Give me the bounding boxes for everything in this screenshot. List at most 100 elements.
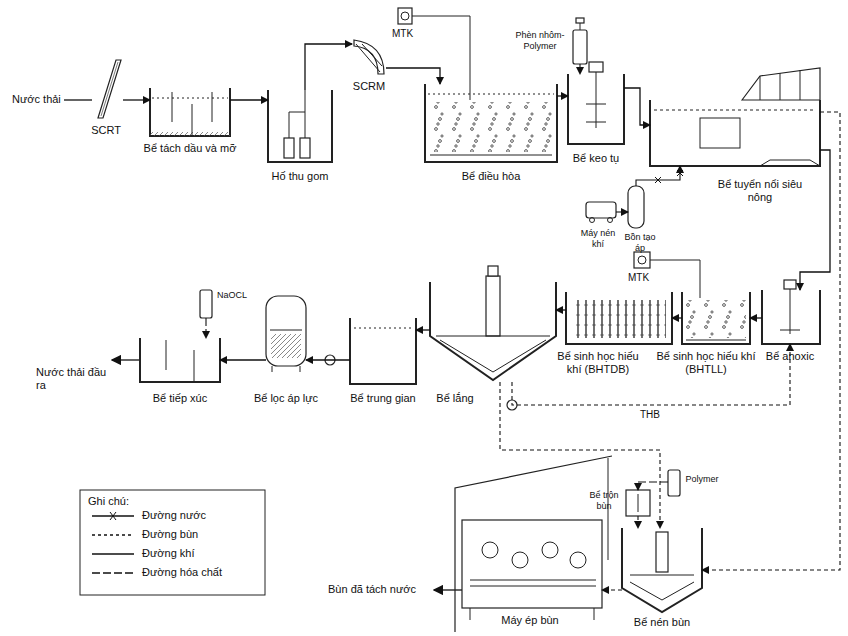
thickener [662,582,694,600]
air-compressor [586,202,616,223]
belt-press [462,520,602,620]
daf-tank [700,118,740,148]
coagulation-tank [568,62,624,144]
sump [268,90,332,162]
flow-connector [672,317,682,318]
pressure-filter [266,296,306,366]
dosing-pump [470,16,471,100]
press-house [455,456,612,632]
flow-connector [702,112,840,570]
sump [284,138,294,158]
dosing-pump [398,8,470,100]
node-label: Bể sinh học hiếu khí (BHTLL) [650,350,762,376]
node-label: Bể trộn bùn [586,490,622,512]
polymer-tank [668,470,680,496]
process-node: Bể trung gian [350,318,416,384]
intermediate-tank [350,318,416,384]
blower [634,252,650,268]
inlet-line [64,99,92,100]
equalization-tank [425,84,557,162]
process-node: SCRM [352,38,386,76]
process-node: Bể lắng [430,282,556,382]
outlet-line [112,359,140,360]
clarifier [486,276,500,336]
clarifier [493,340,546,372]
rotary-screen [354,40,384,74]
process-node: Polymer [668,470,680,496]
thickener [622,528,702,612]
clarifier [440,340,493,372]
legend-sample [92,553,134,554]
coagulation-tank [586,122,606,123]
process-node: Bồn tạo áp [628,186,644,228]
grease-tank [150,88,230,136]
rotary-screen [354,40,384,74]
flow-connector [230,99,268,100]
free-label: Ghi chú: [88,495,129,508]
equalization-tank [430,155,552,156]
air-compressor [608,218,613,223]
equalization-tank [425,84,557,162]
rotary-screen [362,44,382,66]
free-label: THB [640,409,660,421]
daf-tank [760,160,820,166]
node-label: Bể tuyển nổi siêu nông [705,178,815,204]
bar-screen [101,62,118,116]
mixing-tank [626,490,650,516]
dosing-pump [398,8,412,24]
process-node: NaOCL [200,288,212,318]
equalization-tank [428,94,554,95]
air-mark [677,170,683,176]
belt-press [462,520,602,608]
node-label: Bể trung gian [350,392,415,405]
process-node: Bể tiếp xúc [140,338,220,382]
anoxic-tank [762,290,820,344]
flow-connector [416,329,430,330]
node-label: SCRT [91,124,121,137]
sump [300,138,310,158]
flow-connector [638,482,668,490]
grease-tank [212,92,213,122]
pressure-tank [628,186,644,228]
aeration-tank [686,300,746,338]
flow-connector [579,64,580,74]
free-label: MTK [628,272,649,284]
anoxic-tank [790,289,791,334]
legend-box [80,490,265,595]
blower [650,260,700,261]
thickener [630,582,662,600]
daf-tank [780,73,781,100]
node-label: Bể tách dầu và mỡ [144,142,237,155]
flow-connector [556,309,566,310]
daf-tank [800,70,801,100]
process-node: Bể sinh học hiếu khí (BHTLL) [682,292,750,344]
pressure-filter [270,330,302,331]
process-node: Bể anoxic [762,290,820,344]
daf-tank [654,110,816,111]
dosing-pump [412,16,470,17]
flow-connector [500,382,660,528]
process-node: Bể sinh học hiếu khí (BHTDB) [566,292,672,344]
flow-connector [205,318,206,338]
process-node: Máy ép bùn [462,520,602,608]
process-node: Bể tách dầu và mỡ [150,88,230,136]
belt-press [482,542,498,558]
chemical-tank [573,18,587,64]
belt-press [570,552,586,568]
process-node: Bể nén bùn [622,528,702,612]
node-label: Bể nén bùn [634,616,690,629]
aeration-tank [682,292,750,344]
bar-screen [98,60,121,118]
grease-tank [152,98,228,99]
cake-line [434,589,462,590]
flow-connector [220,359,266,360]
chemical-tank [576,18,584,23]
belt-press [470,608,471,620]
node-label: NaOCL [217,290,247,301]
flow-connector [750,317,762,318]
node-label: Bể lọc áp lực [254,392,318,405]
node-label: SCRM [353,80,385,93]
outlet-line [112,360,140,361]
grease-tank [150,132,230,136]
